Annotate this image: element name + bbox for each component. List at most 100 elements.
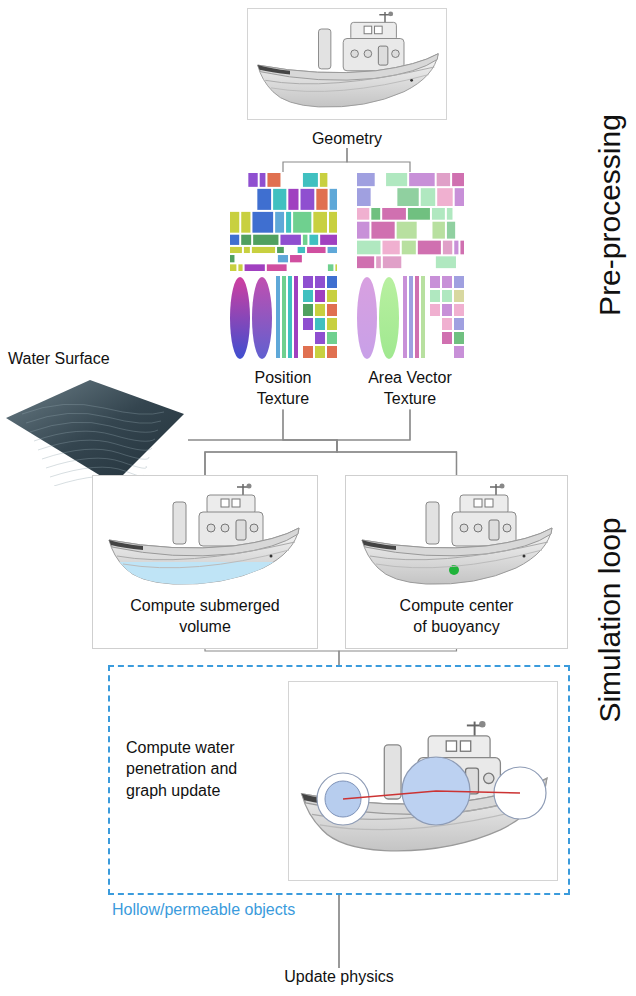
art-shape <box>442 290 452 302</box>
connector-line <box>339 649 457 665</box>
art-shape <box>290 255 302 262</box>
art-shape <box>288 189 298 210</box>
art-shape <box>335 264 337 271</box>
art-shape <box>315 276 325 288</box>
art-shape <box>454 188 463 206</box>
node-box: Hollow/permeable objectsCompute water pe… <box>108 665 570 895</box>
art-shape <box>248 173 257 187</box>
art-shape <box>230 264 236 271</box>
art-shape <box>435 256 455 268</box>
connector-line <box>205 649 339 665</box>
art-shape <box>327 318 337 330</box>
art-shape <box>230 277 250 359</box>
art-shape <box>357 256 374 268</box>
art-shape <box>252 212 273 233</box>
art-shape <box>319 29 331 69</box>
art-shape <box>327 264 333 271</box>
art-shape <box>430 276 440 288</box>
art-shape <box>407 208 429 220</box>
connector-line <box>283 410 457 475</box>
art-shape <box>282 276 286 358</box>
caption-text: Compute submerged volume <box>125 596 285 638</box>
art-shape <box>452 512 516 546</box>
art-shape <box>6 380 184 484</box>
art-shape <box>327 290 337 302</box>
illustration <box>4 374 186 486</box>
art-shape <box>303 290 313 302</box>
art-shape <box>297 247 304 253</box>
art-shape <box>392 50 400 58</box>
art-shape <box>474 722 476 737</box>
art-shape <box>207 495 255 514</box>
caption-text: Compute center of buoyancy <box>394 596 519 638</box>
node-box: Update physics <box>284 968 393 986</box>
art-shape <box>307 247 326 253</box>
art-shape <box>244 264 264 271</box>
section-label: Pre-processing <box>593 114 627 316</box>
art-shape <box>357 277 377 359</box>
art-shape <box>280 235 300 245</box>
art-shape <box>273 189 286 210</box>
art-shape <box>303 276 313 288</box>
illustration <box>247 8 447 120</box>
art-shape <box>315 304 325 316</box>
art-shape <box>417 241 440 255</box>
art-shape <box>327 332 337 344</box>
art-shape <box>30 422 158 432</box>
connector-line <box>338 895 339 968</box>
art-shape <box>328 212 336 233</box>
art-shape <box>319 173 326 187</box>
art-shape <box>315 346 325 358</box>
art-shape <box>351 50 359 58</box>
art-shape <box>442 241 451 255</box>
art-shape <box>243 247 249 253</box>
art-shape <box>371 208 380 220</box>
art-shape <box>432 222 444 239</box>
art-shape <box>460 495 508 514</box>
node-box: Geometry <box>247 8 447 148</box>
art-shape <box>460 524 468 532</box>
art-shape <box>327 304 337 316</box>
art-shape <box>199 512 263 546</box>
art-shape <box>289 682 558 881</box>
connector-line <box>347 148 410 172</box>
art-shape <box>430 304 440 316</box>
art-shape <box>343 791 520 799</box>
art-shape <box>302 173 317 187</box>
art-shape <box>253 235 278 245</box>
art-shape <box>410 79 413 82</box>
art-shape <box>267 173 280 187</box>
art-shape <box>415 276 419 358</box>
art-shape <box>409 276 413 358</box>
art-shape <box>293 212 311 233</box>
art-shape <box>294 276 298 358</box>
art-shape <box>362 484 552 585</box>
art-shape <box>315 332 325 344</box>
art-shape <box>258 65 290 75</box>
art-shape <box>271 75 429 92</box>
art-shape <box>286 212 291 233</box>
art-shape <box>303 304 313 316</box>
art-shape <box>442 318 452 330</box>
art-shape <box>454 318 464 330</box>
art-shape <box>454 290 464 302</box>
art-shape <box>232 499 240 507</box>
art-shape <box>117 542 295 560</box>
art-shape <box>442 332 452 344</box>
art-shape <box>371 222 394 239</box>
art-shape <box>230 247 242 253</box>
art-shape <box>238 264 242 271</box>
art-shape <box>436 173 449 186</box>
art-shape <box>421 276 425 358</box>
art-shape <box>302 235 307 245</box>
art-shape <box>437 188 452 206</box>
node-box: Area Vector Texture <box>350 172 470 410</box>
art-shape <box>370 542 548 560</box>
node-box: Compute submerged volume <box>92 475 318 649</box>
art-shape <box>38 440 152 450</box>
art-shape <box>401 241 415 255</box>
caption-text: Hollow/permeable objects <box>112 901 295 919</box>
connector-line <box>205 410 337 475</box>
art-shape <box>277 255 287 262</box>
